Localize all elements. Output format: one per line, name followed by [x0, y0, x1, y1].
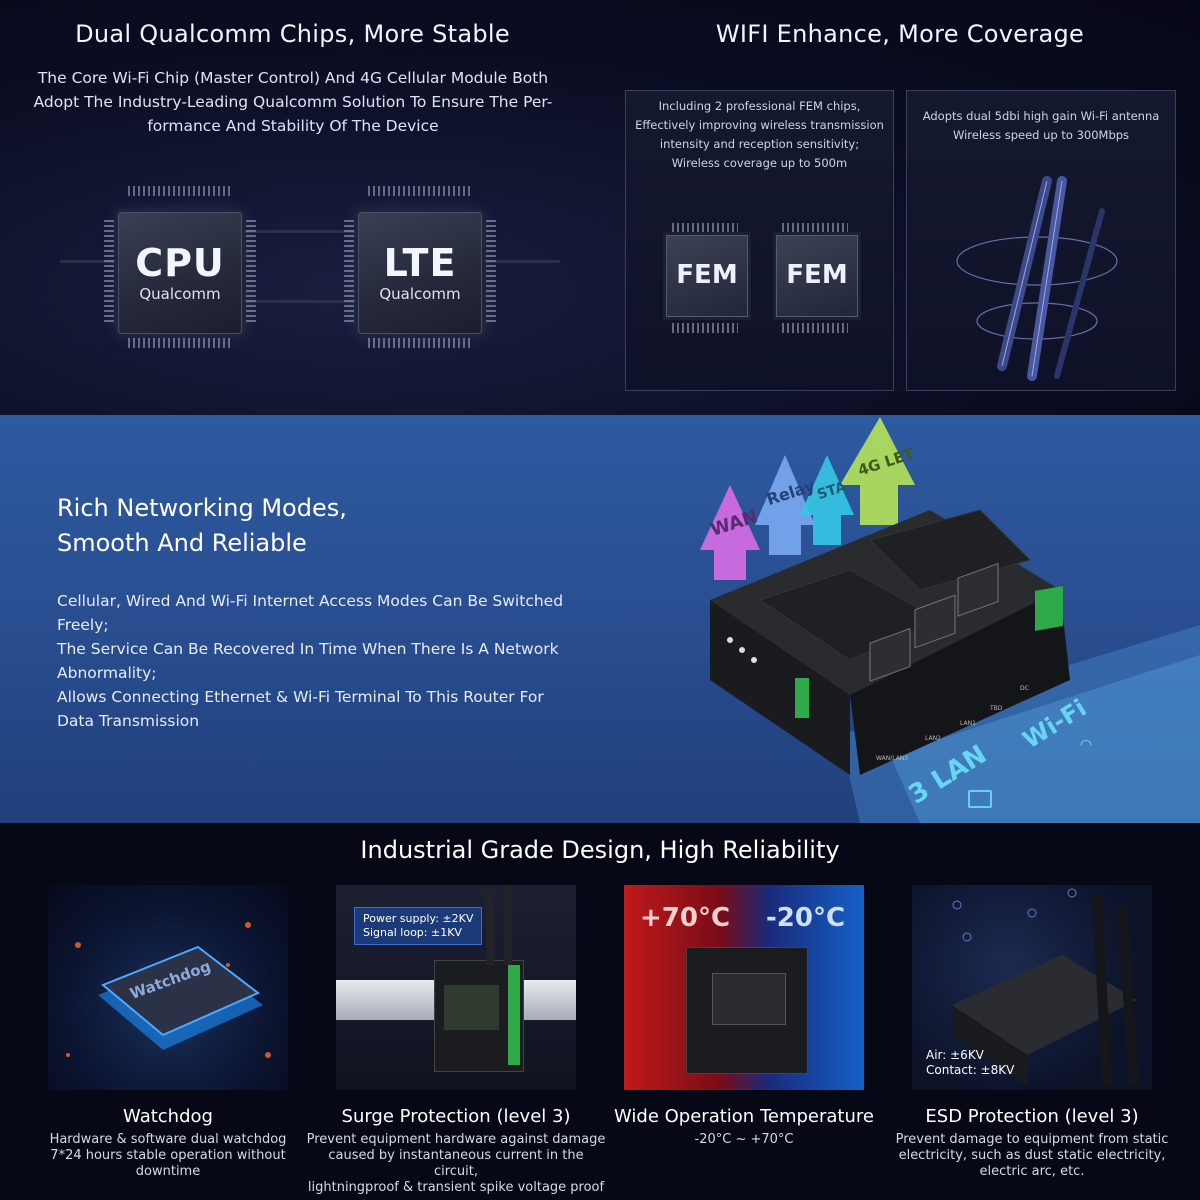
chip-pins [128, 338, 232, 348]
wifi-icon: ◠ [1080, 737, 1093, 753]
circuit-trace [60, 260, 130, 263]
chip-pins [246, 218, 256, 322]
port-label: WAN/LAN3 [876, 755, 909, 762]
circuit-trace [480, 260, 560, 263]
hot-temp-label: +70°C [640, 903, 731, 933]
fem-panel-text: Including 2 professional FEM chips, Effe… [635, 99, 884, 170]
networking-description: Cellular, Wired And Wi-Fi Internet Acces… [57, 592, 564, 730]
surge-tag: Power supply: ±2KV Signal loop: ±1KV [354, 907, 483, 945]
ethernet-icon [968, 790, 992, 808]
temperature-image: +70°C -20°C [624, 885, 864, 1090]
port-label: LAN1 [960, 720, 976, 727]
antenna [504, 885, 512, 965]
networking-section: Rich Networking Modes, Smooth And Reliab… [0, 415, 1200, 823]
watchdog-description: Hardware & software dual watchdog 7*24 h… [49, 1132, 287, 1179]
cold-temp-label: -20°C [766, 903, 846, 933]
temperature-title: Wide Operation Temperature [614, 1106, 874, 1127]
chip-pins [782, 323, 848, 333]
port-label: TBD [990, 705, 1003, 712]
chip-pins [128, 186, 232, 196]
relay-arrow [755, 455, 815, 555]
cpu-chip-brand: Qualcomm [139, 285, 221, 303]
chip-pins [344, 218, 354, 322]
fem-panel: Including 2 professional FEM chips, Effe… [625, 90, 894, 391]
antenna-panel: Adopts dual 5dbi high gain Wi-Fi antenna… [906, 90, 1176, 391]
surge-description: Prevent equipment hardware against damag… [306, 1132, 606, 1195]
fem-chip: FEM [666, 235, 748, 317]
left-heading: Dual Qualcomm Chips, More Stable [75, 20, 510, 48]
floor-glow [840, 625, 1200, 823]
chip-pins [368, 186, 472, 196]
router-device [710, 509, 1070, 775]
chip-pins [672, 223, 738, 233]
surge-title: Surge Protection (level 3) [341, 1106, 571, 1127]
esd-image: Air: ±6KV Contact: ±8KV [912, 885, 1152, 1090]
esd-tag: Air: ±6KV Contact: ±8KV [926, 1048, 1015, 1077]
esd-title: ESD Protection (level 3) [925, 1106, 1139, 1127]
lte-chip-brand: Qualcomm [379, 285, 461, 303]
networking-heading: Rich Networking Modes, Smooth And Reliab… [57, 494, 347, 557]
chip-pins [486, 218, 496, 322]
mode-arrows [700, 417, 915, 580]
cpu-chip: CPU Qualcomm [118, 212, 242, 334]
4g-arrow [840, 417, 915, 525]
cpu-chip-label: CPU [135, 241, 225, 285]
port-label: DC [1020, 685, 1029, 692]
antenna-panel-text: Adopts dual 5dbi high gain Wi-Fi antenna… [922, 109, 1160, 142]
left-description: The Core Wi-Fi Chip (Master Control) And… [33, 69, 553, 135]
industrial-heading: Industrial Grade Design, High Reliabilit… [360, 836, 840, 864]
circuit-trace [240, 300, 360, 303]
circuit-trace [240, 230, 360, 233]
chip-pins [782, 223, 848, 233]
chip-pins [104, 218, 114, 322]
watchdog-image: Watchdog [48, 885, 288, 1090]
watchdog-title: Watchdog [123, 1106, 213, 1127]
lte-chip: LTE Qualcomm [358, 212, 482, 334]
antenna-illustration [956, 176, 1118, 381]
chip-pins [368, 338, 472, 348]
surge-image: Power supply: ±2KV Signal loop: ±1KV [336, 885, 576, 1090]
dual-chip-section: Dual Qualcomm Chips, More Stable The Cor… [0, 0, 1200, 415]
chip-pins [672, 323, 738, 333]
fem-chip: FEM [776, 235, 858, 317]
lte-chip-label: LTE [383, 241, 457, 285]
sta-arrow [800, 455, 854, 545]
right-heading: WIFI Enhance, More Coverage [715, 20, 1085, 48]
wan-arrow [700, 485, 760, 580]
temperature-description: -20°C ~ +70°C [694, 1132, 794, 1147]
esd-description: Prevent damage to equipment from static … [895, 1132, 1169, 1179]
antenna [486, 885, 494, 965]
port-label: LAN2 [925, 735, 941, 742]
